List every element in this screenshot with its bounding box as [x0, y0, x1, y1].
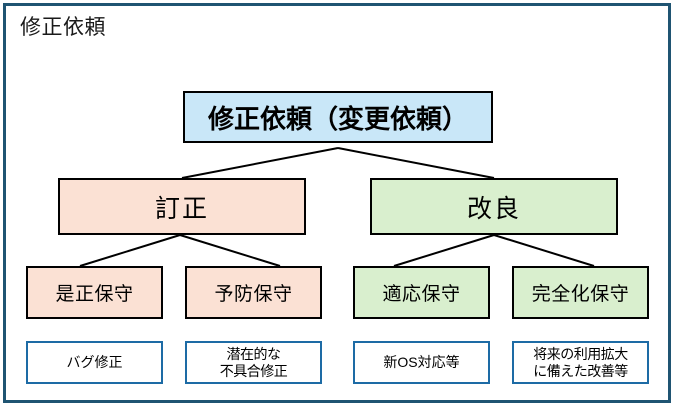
node-root[interactable]: 修正依頼（変更依頼）: [183, 91, 493, 143]
note-bug-fix: バグ修正: [26, 341, 163, 384]
node-corrective-maintenance[interactable]: 是正保守: [26, 266, 163, 319]
note-new-os-support: 新OS対応等: [353, 341, 490, 384]
node-adaptive-maintenance[interactable]: 適応保守: [353, 266, 490, 319]
page-title: 修正依頼: [20, 16, 106, 39]
node-preventive-maintenance[interactable]: 予防保守: [185, 266, 322, 319]
node-improvement[interactable]: 改良: [370, 178, 618, 235]
node-correction[interactable]: 訂正: [58, 178, 306, 235]
node-perfective-maintenance[interactable]: 完全化保守: [512, 266, 649, 319]
note-future-expansion: 将来の利用拡大 に備えた改善等: [512, 341, 649, 384]
note-latent-defect-fix: 潜在的な 不具合修正: [185, 341, 322, 384]
